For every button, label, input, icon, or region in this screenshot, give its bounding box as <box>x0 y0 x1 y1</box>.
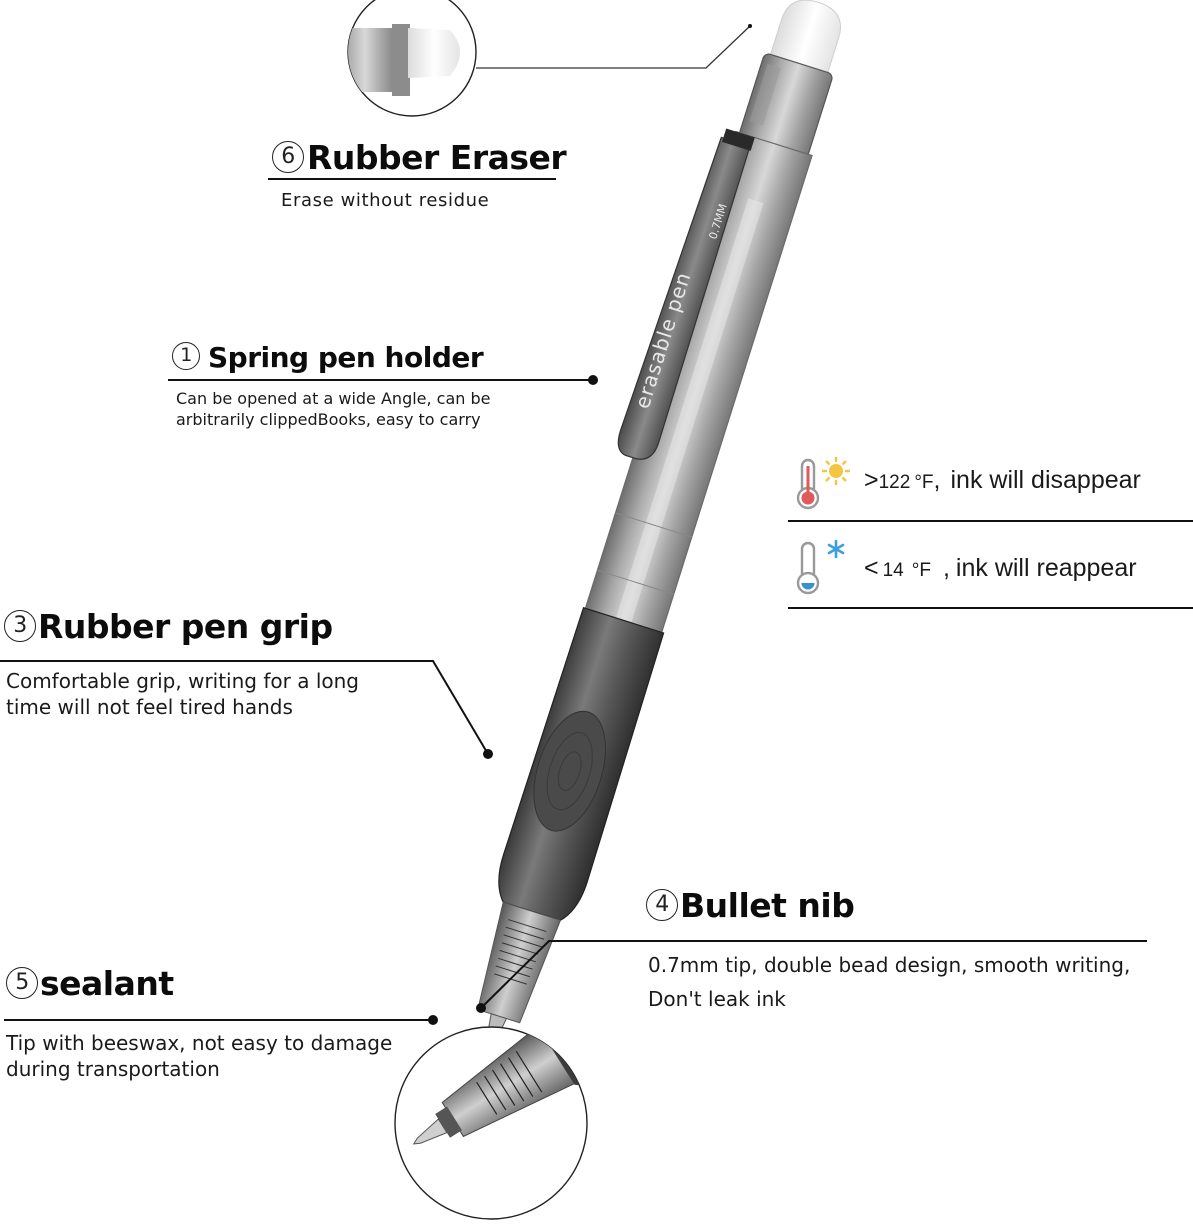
sun-icon <box>822 457 850 485</box>
snowflake-icon <box>827 539 845 559</box>
number-badge: 5 <box>6 966 38 999</box>
number-badge: 1 <box>172 342 200 370</box>
grip-description: Comfortable grip, writing for a long tim… <box>6 669 359 719</box>
temp-hot-text: >122°F,ink will disappear <box>864 466 1141 494</box>
nib-description: 0.7mm tip, double bead design, smooth wr… <box>648 953 1131 1011</box>
eraser-description: Erase without residue <box>281 190 490 211</box>
nib-pointer-dot <box>476 1003 486 1013</box>
eraser-underline <box>268 178 556 180</box>
sealant-description: Tip with beeswax, not easy to damage dur… <box>6 1031 393 1081</box>
number-badge: 6 <box>272 140 304 173</box>
grip-pointer-dot <box>483 749 493 759</box>
thermometer-hot-icon <box>796 457 850 510</box>
number-badge: 3 <box>4 609 36 642</box>
temp-divider-1 <box>788 520 1193 522</box>
number-badge: 4 <box>646 888 678 921</box>
temp-cold-row: <14°F,ink will reappear <box>792 537 1192 599</box>
thermometer-cold-icon <box>796 539 845 595</box>
temp-divider-2 <box>788 607 1193 609</box>
holder-pointer-dot <box>588 375 598 385</box>
temp-cold-text: <14°F,ink will reappear <box>864 554 1137 582</box>
sealant-underline <box>4 1019 432 1021</box>
holder-underline <box>168 379 592 381</box>
holder-description: Can be opened at a wide Angle, can be ar… <box>176 389 491 429</box>
temp-hot-row: >122°F,ink will disappear <box>792 452 1192 514</box>
sealant-pointer-dot <box>428 1015 438 1025</box>
